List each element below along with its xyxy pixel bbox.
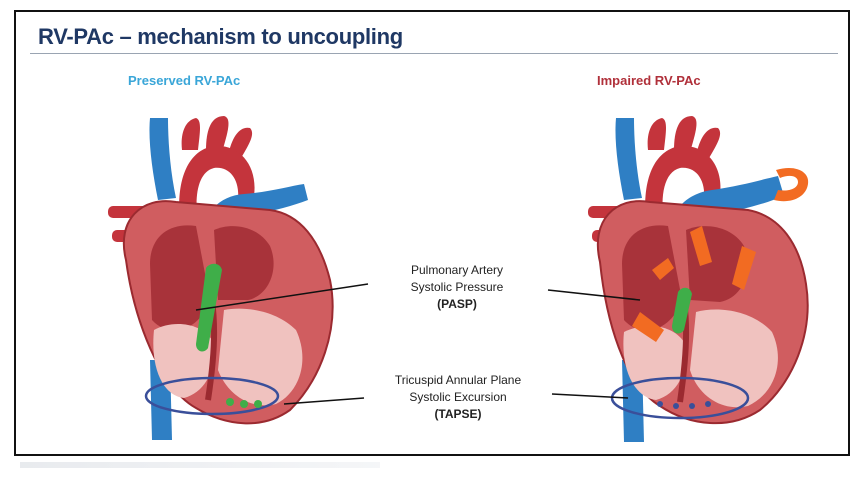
right-heart <box>588 116 808 442</box>
tapse-annotation: Tricuspid Annular Plane Systolic Excursi… <box>360 372 556 423</box>
tapse-line1: Tricuspid Annular Plane <box>360 372 556 389</box>
pasp-abbr: (PASP) <box>372 296 542 313</box>
left-heart <box>108 116 333 440</box>
footer-smudge <box>20 462 380 468</box>
tapse-line2: Systolic Excursion <box>360 389 556 406</box>
pasp-line1: Pulmonary Artery <box>372 262 542 279</box>
tapse-abbr: (TAPSE) <box>360 406 556 423</box>
pasp-line2: Systolic Pressure <box>372 279 542 296</box>
tapse-leader-right <box>552 394 628 398</box>
pasp-annotation: Pulmonary Artery Systolic Pressure (PASP… <box>372 262 542 313</box>
